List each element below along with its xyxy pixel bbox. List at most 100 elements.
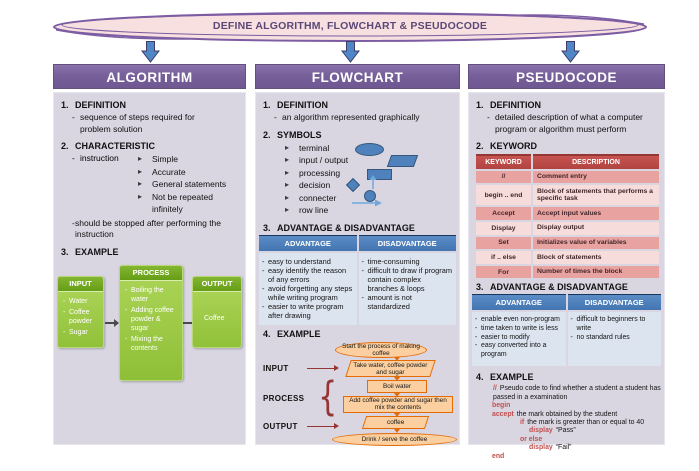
brace-icon: { [318, 373, 338, 420]
algorithm-panel: 1. DEFINITION sequence of steps required… [53, 92, 246, 445]
pseudocode-definition-heading: 1. DEFINITION [476, 100, 541, 110]
table-row: Display Display output [476, 221, 659, 235]
disadvantage-header-cell: DISADVANTAGE [567, 294, 661, 311]
list-item: difficult to beginners to write [570, 316, 659, 333]
flowchart-example-heading: 4. EXAMPLE [263, 328, 321, 339]
instruction-label: instruction [72, 153, 138, 216]
list-item: Not be repeated infinitely [138, 191, 218, 216]
banner-title: DEFINE ALGORITHM, FLOWCHART & PSEUDOCODE [212, 20, 488, 32]
connecter-shape-icon [364, 189, 376, 202]
right-arrow-icon [307, 423, 339, 429]
down-arrow-icon [341, 41, 360, 63]
terminal-shape-icon [355, 142, 384, 156]
symbol-label-processing: processing [285, 167, 460, 180]
pseudocode-keyword-heading: 2. KEYWORD [476, 141, 537, 151]
table-header-row: ADVANTAGE DISADVANTAGE [259, 234, 456, 251]
process-box-title: PROCESS [120, 265, 182, 281]
list-item: time-consuming [361, 257, 454, 266]
flowchart-symbols-diagram: terminal input / output processing decis… [255, 142, 460, 219]
list-item: easier to write program after drawing [261, 302, 354, 320]
code-line: //Pseudo code to find whether a student … [493, 385, 661, 401]
flow-output-parallelogram: coffee [361, 415, 430, 429]
symbol-label-row-line: row line [285, 204, 460, 217]
list-item: avoid forgetting any steps while writing… [261, 284, 354, 302]
table-header-row: KEYWORD DESCRIPTION [476, 154, 659, 169]
output-value: Coffee [204, 314, 225, 322]
table-row: // Comment entry [476, 170, 659, 184]
algorithm-example-heading: 3. EXAMPLE [61, 246, 119, 257]
list-item: Accurate [138, 166, 226, 179]
flowchart-advantage-table: ADVANTAGE DISADVANTAGE easy to understan… [259, 234, 456, 325]
input-label: INPUT [263, 363, 289, 373]
output-label: OUTPUT [263, 421, 298, 431]
disadvantage-cell: difficult to beginners to write no stand… [567, 312, 661, 367]
input-box-body: Water Coffee powder Sugar [58, 291, 103, 347]
advantage-header-cell: ADVANTAGE [259, 234, 357, 251]
table-body-row: enable even non-program time taken to wr… [472, 312, 661, 367]
pseudocode-example-heading: 4. EXAMPLE [476, 372, 534, 383]
up-arrow-icon [369, 174, 377, 189]
flowchart-definition-bullet: an algorithm represented graphically [255, 112, 460, 124]
pseudocode-panel: 1. DEFINITION detailed description of wh… [468, 92, 665, 460]
code-line: display“Pass” [529, 427, 576, 435]
flow-start-terminal: Start the process of making coffee [335, 341, 427, 358]
code-line: begin [492, 402, 511, 410]
input-box: INPUT Water Coffee powder Sugar [57, 275, 104, 348]
algorithm-definition-bullet: sequence of steps required for problem s… [53, 112, 213, 135]
pseudocode-definition-bullet: detailed description of what a computer … [468, 112, 650, 135]
flowchart-example-diagram: Start the process of making coffee Take … [255, 341, 460, 454]
instruction-items: Simple Accurate General statements Not b… [138, 153, 226, 216]
list-item: Sugar [60, 328, 101, 337]
down-arrow-icon [394, 376, 400, 381]
list-item: enable even non-program [474, 316, 563, 325]
right-arrow-icon [105, 318, 119, 327]
algorithm-column: ALGORITHM 1. DEFINITION sequence of step… [53, 64, 246, 445]
algorithm-header: ALGORITHM [53, 64, 246, 89]
description-column-header: DESCRIPTION [533, 154, 659, 169]
output-box-body: Coffee [193, 291, 241, 347]
advantage-cell: easy to understand easy identify the rea… [259, 252, 357, 325]
list-item: Water [60, 297, 101, 306]
down-arrow-icon [141, 41, 160, 63]
pseudocode-header: PSEUDOCODE [468, 64, 665, 89]
pseudocode-advantage-table: ADVANTAGE DISADVANTAGE enable even non-p… [472, 294, 661, 367]
list-item: Adding coffee powder & sugar [122, 306, 180, 333]
right-arrow-icon [183, 318, 197, 327]
flowchart-symbols-heading: 2. SYMBOLS [263, 129, 322, 140]
code-line: or else [520, 435, 543, 443]
disadvantage-cell: time-consuming difficult to draw if prog… [358, 252, 456, 325]
list-item: easier to modify [474, 334, 563, 343]
algorithm-example-diagram: INPUT Water Coffee powder Sugar PROCESS … [53, 262, 246, 388]
keyword-table: KEYWORD DESCRIPTION // Comment entry beg… [476, 154, 659, 279]
list-item: easy to understand [261, 257, 354, 266]
list-item: Boiling the water [122, 286, 180, 304]
table-body-row: easy to understand easy identify the rea… [259, 252, 456, 325]
flow-process-rect-1: Boil water [367, 379, 427, 393]
list-item: Coffee powder [60, 308, 101, 326]
code-line: end [492, 452, 505, 460]
characteristic-row: instruction Simple Accurate General stat… [53, 153, 246, 216]
list-item: easy identify the reason of any errors [261, 266, 354, 284]
list-item: time taken to write is less [474, 325, 563, 334]
flow-input-parallelogram: Take water, coffee powder and sugar [345, 359, 436, 377]
row-line-arrow-icon [352, 199, 382, 206]
table-row: begin .. end Block of statements that pe… [476, 185, 659, 206]
flow-end-terminal: Drink / serve the coffee [332, 432, 457, 446]
down-arrow-icon [561, 41, 580, 63]
process-box-body: Boiling the water Adding coffee powder &… [120, 280, 182, 380]
table-row: if .. else Block of statements [476, 251, 659, 264]
output-box: OUTPUT Coffee [192, 275, 242, 348]
code-line: display“Fail” [529, 444, 572, 452]
banner-ellipse-shape [53, 12, 647, 42]
output-box-title: OUTPUT [193, 276, 241, 292]
table-row: Accept Accept input values [476, 207, 659, 220]
symbol-label-decision: decision [285, 179, 460, 192]
input-output-shape-icon [386, 154, 419, 167]
down-arrow-icon [394, 428, 400, 433]
disadvantage-header-cell: DISADVANTAGE [358, 234, 456, 251]
down-arrow-icon [394, 392, 400, 397]
advantage-cell: enable even non-program time taken to wr… [472, 312, 566, 367]
